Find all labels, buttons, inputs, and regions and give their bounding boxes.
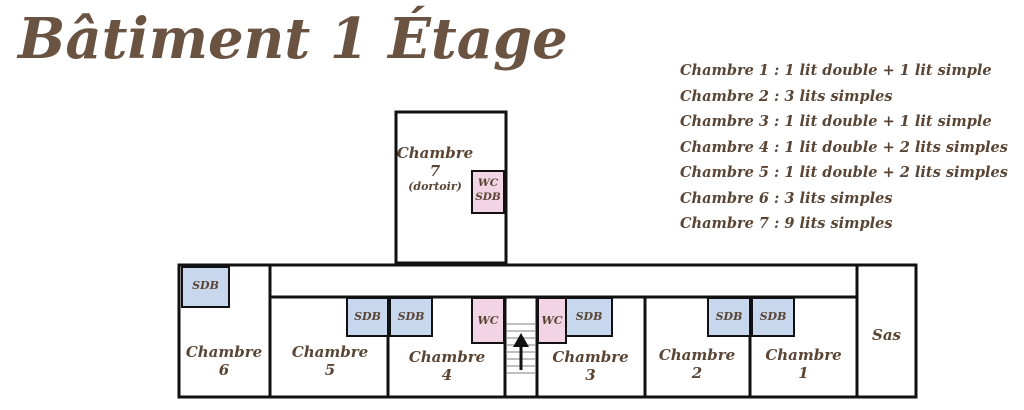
sdb-label-chambre-6: SDB [192,279,219,292]
page-title: Bâtiment 1 Étage [18,6,568,72]
legend-item-chambre-4: Chambre 4 : 1 lit double + 2 lits simple… [680,138,1008,156]
room-label-chambre-3: Chambre 3 [538,348,643,384]
room-legend: Chambre 1 : 1 lit double + 1 lit simple … [680,58,1008,237]
room-label-chambre-2: Chambre 2 [646,346,748,382]
wc-sdb-line-wc: WC [477,177,499,189]
room-4-number: 4 [441,366,453,384]
chambre-7-walls [394,110,508,265]
building-outline [177,263,918,399]
room-label-chambre-7: Chambre 7 (dortoir) [396,144,474,193]
room-7-name: Chambre [396,144,474,162]
sdb-label-chambre-1: SDB [759,310,787,323]
room-label-sas: Sas [872,326,901,344]
room-label-chambre-6: Chambre 6 [180,343,268,379]
sdb-chambre-6 [181,266,230,308]
room-label-chambre-1: Chambre 1 [752,346,855,382]
room-1-name: Chambre [765,346,842,364]
room-5-number: 5 [324,361,336,379]
room-1-number: 1 [798,364,809,382]
wc-sdb-label-chambre-7: WC SDB [472,176,504,204]
arrow-up-icon [513,333,529,347]
legend-item-chambre-5: Chambre 5 : 1 lit double + 2 lits simple… [680,164,1008,181]
wc-sdb-line-sdb: SDB [475,191,501,204]
legend-item-chambre-7: Chambre 7 : 9 lits simples [680,215,893,232]
room-3-name: Chambre [552,348,629,366]
sdb-chambre-1 [751,297,795,337]
sdb-chambre-4 [389,297,433,337]
sdb-chambre-5 [346,297,389,337]
room-label-chambre-4: Chambre 4 [392,348,502,384]
sdb-chambre-2 [707,297,751,337]
room-6-name: Chambre [185,343,263,361]
wc-chambre-3 [537,297,567,344]
legend-item-chambre-1: Chambre 1 : 1 lit double + 1 lit simple [680,62,992,79]
room-6-number: 6 [218,361,230,379]
sdb-label-chambre-2: SDB [715,310,743,323]
room-3-number: 3 [585,366,596,384]
wc-chambre-4 [471,297,505,344]
room-5-name: Chambre [291,343,369,361]
wc-sdb-chambre-7 [471,170,505,214]
sdb-label-chambre-3: SDB [575,310,603,323]
sdb-label-chambre-5: SDB [354,310,381,323]
room-2-number: 2 [691,364,703,382]
room-2-name: Chambre [658,346,736,364]
legend-item-chambre-2: Chambre 2 : 3 lits simples [680,87,893,105]
room-7-number: 7 [429,162,441,180]
wc-label-chambre-3: WC [541,314,563,327]
room-label-chambre-5: Chambre 5 [275,343,385,379]
legend-item-chambre-6: Chambre 6 : 3 lits simples [680,189,893,207]
sdb-label-chambre-4: SDB [397,310,425,323]
sdb-chambre-3 [565,297,613,337]
staircase [507,323,535,374]
wc-label-chambre-4: WC [477,314,499,327]
legend-item-chambre-3: Chambre 3 : 1 lit double + 1 lit simple [680,113,992,130]
room-4-name: Chambre [408,348,486,366]
room-7-note: (dortoir) [408,180,462,193]
